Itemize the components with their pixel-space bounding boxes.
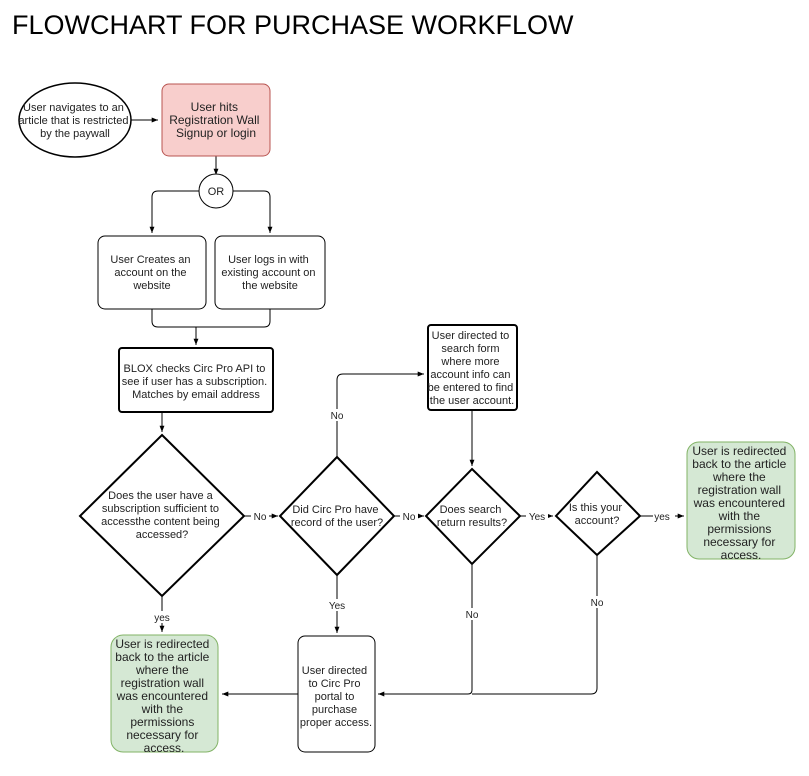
redirect-success-bottom-node: User is redirected back to the article w… xyxy=(110,634,219,755)
edge-or-to-create xyxy=(149,190,199,233)
edge-label-subscription-no: No xyxy=(254,512,267,523)
search-form-node: User directed to search form where more … xyxy=(427,324,518,411)
edge-account-no xyxy=(472,555,598,695)
edge-label-circ-no-up: No xyxy=(331,411,344,422)
edge-label-subscription-yes: yes xyxy=(154,613,170,624)
purchase-portal-label: User directed to Circ Pro portal to purc… xyxy=(300,665,372,729)
edge-or-to-login xyxy=(233,190,273,233)
decision-your-account-label: Is this your account? xyxy=(569,502,625,527)
redirect-success-top-label: User is redirected back to the article w… xyxy=(692,444,789,562)
create-account-label: User Creates an account on the website xyxy=(110,254,193,292)
edge-labels: No yes No No Yes Yes No yes No xyxy=(153,409,675,624)
edge-label-circ-yes: Yes xyxy=(329,601,345,612)
decision-search-results-node: Does search return results? xyxy=(424,467,522,566)
or-connector-label: OR xyxy=(208,186,225,198)
blox-check-label: BLOX checks Circ Pro API to see if user … xyxy=(122,363,271,401)
edge-merge-accounts xyxy=(151,309,271,328)
decision-circ-record-label: Did Circ Pro have record of the user? xyxy=(291,504,383,529)
decision-your-account-node: Is this your account? xyxy=(554,470,642,557)
create-account-node: User Creates an account on the website xyxy=(97,235,207,310)
decision-subscription-node: Does the user have a subscription suffic… xyxy=(78,433,246,598)
blox-check-node: BLOX checks Circ Pro API to see if user … xyxy=(118,347,274,413)
decision-circ-record-node: Did Circ Pro have record of the user? xyxy=(278,455,396,577)
registration-wall-node: User hits Registration Wall Signup or lo… xyxy=(161,83,271,157)
edge-circ-no-to-form xyxy=(336,371,424,457)
start-node-label: User navigates to an article that is res… xyxy=(18,102,131,140)
edge-search-no xyxy=(378,564,473,697)
redirect-success-top-node: User is redirected back to the article w… xyxy=(686,441,796,562)
edge-label-account-yes: yes xyxy=(654,512,670,523)
registration-wall-label: User hits Registration Wall Signup or lo… xyxy=(169,100,263,140)
decision-subscription-label: Does the user have a subscription suffic… xyxy=(101,490,223,541)
purchase-portal-node: User directed to Circ Pro portal to purc… xyxy=(297,635,376,753)
page-title: FLOWCHART FOR PURCHASE WORKFLOW xyxy=(12,10,574,40)
edge-label-circ-no-right: No xyxy=(403,512,416,523)
redirect-success-bottom-label: User is redirected back to the article w… xyxy=(115,637,212,755)
login-existing-node: User logs in with existing account on th… xyxy=(214,235,326,310)
login-existing-label: User logs in with existing account on th… xyxy=(221,254,318,292)
or-connector-node: OR xyxy=(198,173,234,209)
search-form-label: User directed to search form where more … xyxy=(428,330,517,407)
decision-search-results-label: Does search return results? xyxy=(437,504,507,529)
edge-label-search-no: No xyxy=(466,610,479,621)
start-node: User navigates to an article that is res… xyxy=(18,82,132,158)
edge-label-search-yes: Yes xyxy=(529,512,545,523)
edge-label-account-no: No xyxy=(591,598,604,609)
